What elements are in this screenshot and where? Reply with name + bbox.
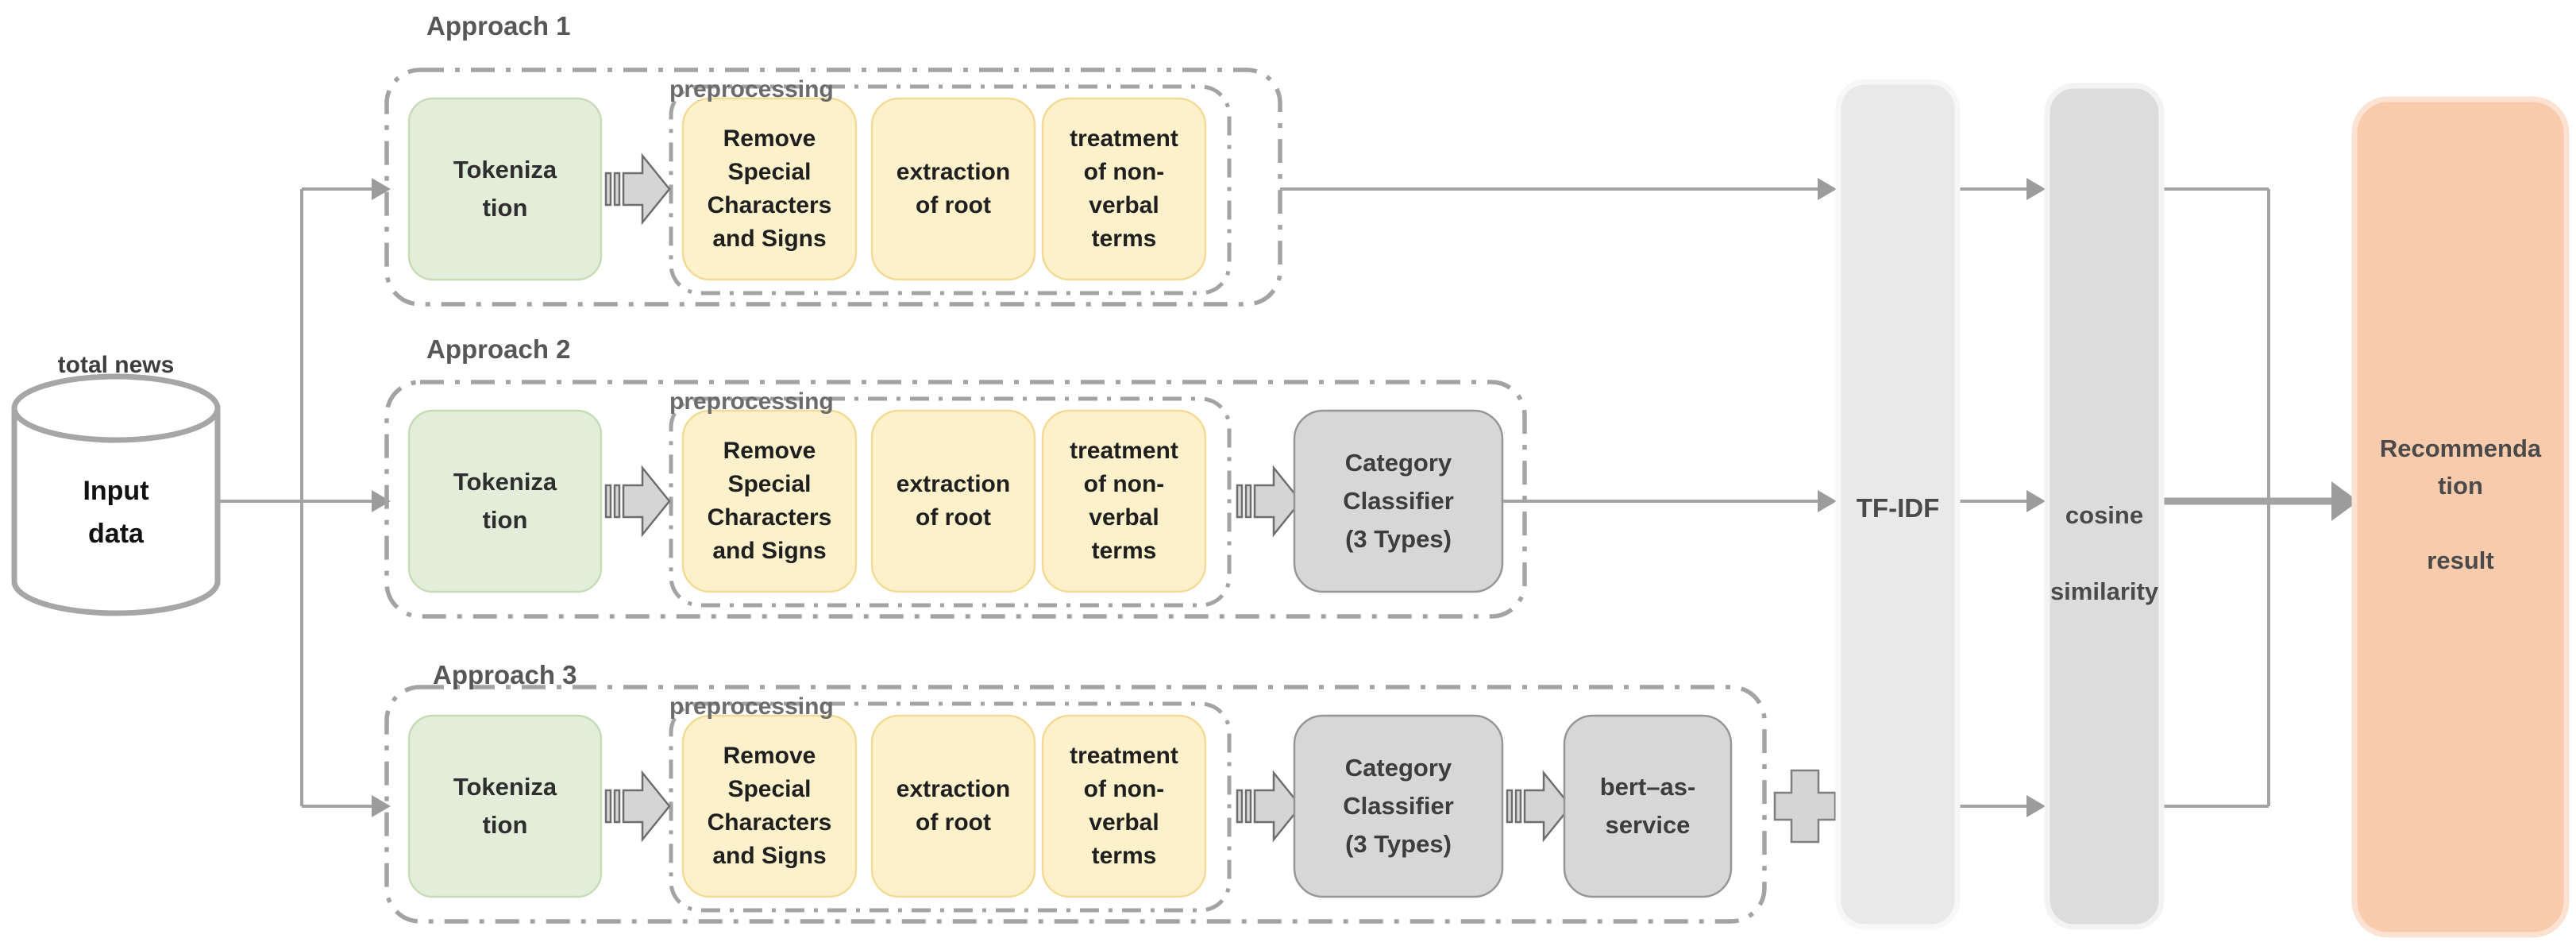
approach1-step-arrow-icon [604,153,671,226]
approach2-step-arrow-icon [604,465,671,538]
approach2-step3-box [1041,409,1207,593]
approach2-classifier-arrow-icon [1236,465,1302,538]
approach1-outer-box [384,68,1282,307]
approach3-outer-box [384,685,1767,924]
approach3-tokenization-box [407,714,603,898]
approach2-step1-box [681,409,858,593]
arrowheads [372,178,2046,817]
approach3-preprocessing-box [669,701,1232,913]
approach3-bert-box [1563,714,1733,898]
approach3-step2-box [870,714,1036,898]
approach3-classifier-box [1293,714,1504,898]
approach3-step1-box [681,714,858,898]
approach1-preprocessing-box [669,84,1232,295]
approach3-step3-box [1041,714,1207,898]
tfidf-bar [1835,79,1961,930]
approach3-bert-arrow-icon [1506,770,1572,843]
plus-combine-icon [1773,769,1837,844]
approach2-outer-box [384,380,1527,619]
database-cylinder-icon [11,373,221,616]
approach3-classifier-arrow-icon [1236,770,1302,843]
approach2-classifier-box [1293,409,1504,593]
approach1-step3-box [1041,97,1207,281]
approach1-tokenization-box [407,97,603,281]
approach2-tokenization-box [407,409,603,593]
recommendation-result-box [2351,96,2570,938]
approach1-step2-box [870,97,1036,281]
main-merge-arrowhead [2331,481,2358,521]
approach3-step-arrow-icon [604,770,671,843]
approach1-step1-box [681,97,858,281]
cosine-similarity-bar [2044,83,2165,930]
approach2-preprocessing-box [669,396,1232,608]
approach2-step2-box [870,409,1036,593]
